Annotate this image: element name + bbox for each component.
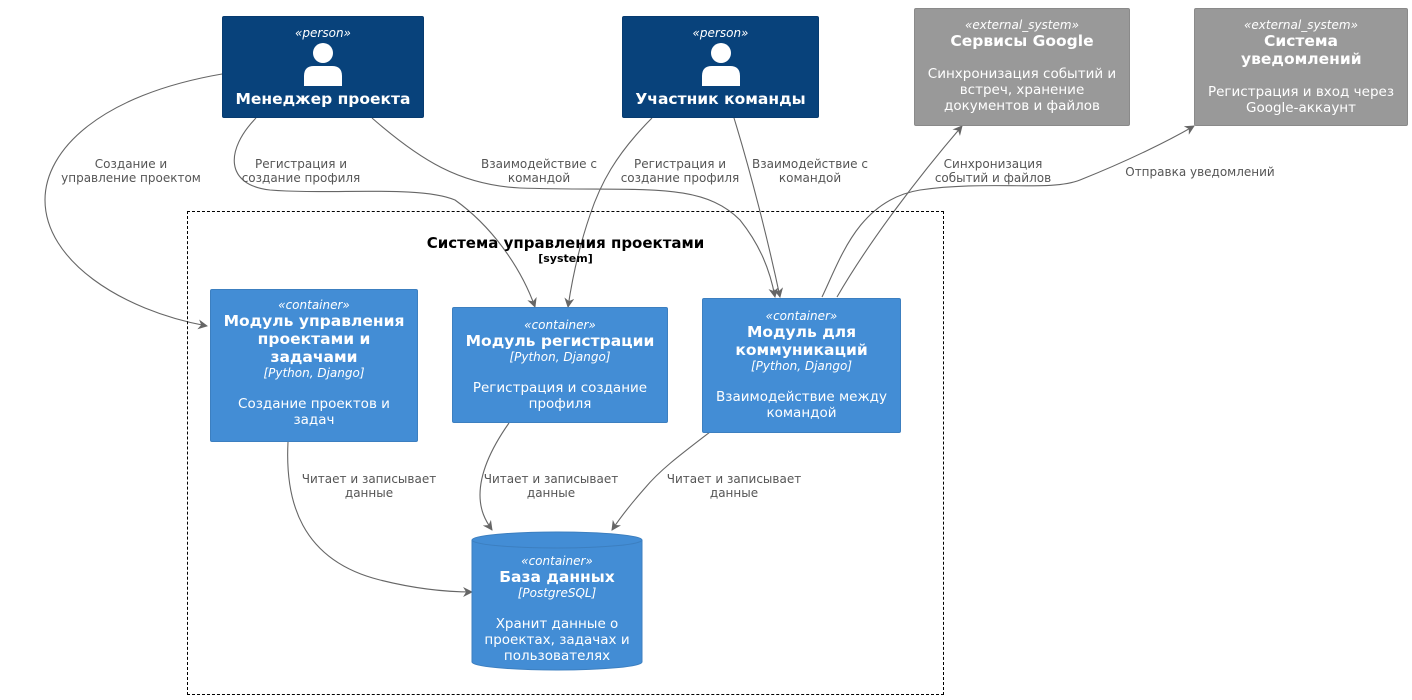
person-icon bbox=[304, 43, 342, 86]
actor-name: Менеджер проекта bbox=[235, 90, 411, 108]
actor-stereotype: «person» bbox=[295, 26, 351, 40]
actor-team-member[interactable]: «person» Участник команды bbox=[622, 16, 819, 118]
edge-label: Регистрация и создание профиля bbox=[241, 157, 361, 185]
external-stereotype: «external_system» bbox=[1244, 18, 1358, 32]
edge-label: Читает и записывает данные bbox=[301, 472, 437, 500]
container-stereotype: «container» bbox=[278, 298, 350, 312]
container-name: База данных bbox=[499, 568, 615, 586]
edge-label: Взаимодействие с командой bbox=[481, 157, 597, 185]
external-stereotype: «external_system» bbox=[965, 18, 1079, 32]
edge-label: Регистрация и создание профиля bbox=[620, 157, 740, 185]
edge-communications-to-db bbox=[611, 431, 711, 531]
container-tech: [PostgreSQL] bbox=[517, 586, 597, 600]
boundary-type: [system] bbox=[538, 252, 593, 265]
actor-name: Участник команды bbox=[635, 90, 806, 108]
edge-manager-to-communications bbox=[371, 117, 779, 298]
external-name: Система уведомлений bbox=[1241, 32, 1362, 68]
edge-project-module-to-db bbox=[287, 441, 473, 597]
container-name: Модуль для коммуникаций bbox=[735, 323, 868, 359]
container-registration-module[interactable]: «container» Модуль регистрации [Python, … bbox=[452, 307, 668, 423]
container-tech: [Python, Django] bbox=[509, 350, 611, 364]
container-description: Создание проектов и задач bbox=[238, 396, 390, 428]
container-tech: [Python, Django] bbox=[750, 359, 853, 373]
container-communications-module[interactable]: «container» Модуль для коммуникаций [Pyt… bbox=[702, 298, 901, 433]
container-description: Взаимодействие между командой bbox=[716, 389, 887, 421]
boundary-title: Система управления проектами bbox=[426, 234, 705, 252]
external-description: Синхронизация событий и встреч, хранение… bbox=[927, 66, 1117, 114]
actor-stereotype: «person» bbox=[692, 26, 749, 40]
system-boundary: Система управления проектами [system] bbox=[187, 211, 944, 695]
edge-communications-to-google bbox=[836, 125, 963, 298]
external-google-services[interactable]: «external_system» Сервисы Google Синхрон… bbox=[914, 8, 1130, 126]
external-description: Регистрация и вход через Google-аккаунт bbox=[1207, 84, 1395, 116]
edge-label: Отправка уведомлений bbox=[1125, 165, 1275, 179]
edge-member-to-registration bbox=[564, 117, 653, 308]
container-name: Модуль управления проектами и задачами bbox=[223, 312, 405, 366]
edge-label: Читает и записывает данные bbox=[483, 472, 619, 500]
container-description: Хранит данные о проектах, задачах и поль… bbox=[484, 616, 630, 664]
edge-communications-to-notifications bbox=[821, 125, 1195, 298]
container-project-task-module[interactable]: «container» Модуль управления проектами … bbox=[210, 289, 418, 442]
edge-member-to-communications bbox=[733, 117, 784, 298]
edge-label: Синхронизация событий и файлов bbox=[934, 157, 1052, 185]
container-stereotype: «container» bbox=[521, 554, 593, 568]
actor-project-manager[interactable]: «person» Менеджер проекта bbox=[222, 16, 424, 118]
container-description: Регистрация и создание профиля bbox=[472, 380, 648, 412]
person-icon bbox=[701, 43, 740, 86]
container-tech: [Python, Django] bbox=[263, 366, 365, 380]
external-notification-system[interactable]: «external_system» Система уведомлений Ре… bbox=[1194, 8, 1408, 126]
container-stereotype: «container» bbox=[765, 309, 838, 323]
container-database[interactable]: «container» База данных [PostgreSQL] Хра… bbox=[472, 532, 642, 672]
container-stereotype: «container» bbox=[524, 318, 596, 332]
edge-label: Читает и записывает данные bbox=[666, 472, 802, 500]
edge-manager-to-project-module bbox=[44, 73, 223, 330]
external-name: Сервисы Google bbox=[950, 32, 1094, 50]
edge-registration-to-db bbox=[479, 422, 510, 531]
edge-label: Создание и управление проектом bbox=[61, 157, 201, 185]
container-name: Модуль регистрации bbox=[465, 332, 655, 350]
database-cylinder bbox=[471, 531, 643, 671]
edge-manager-to-registration bbox=[233, 117, 537, 308]
edge-label: Взаимодействие с командой bbox=[752, 157, 868, 185]
